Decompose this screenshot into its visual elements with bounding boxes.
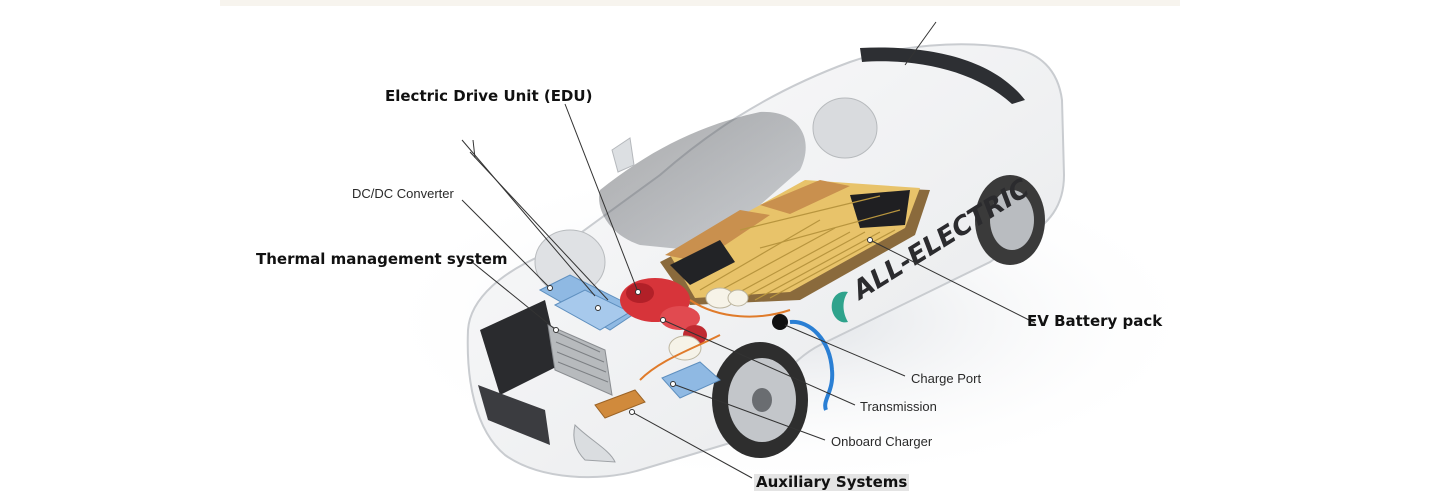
charge-cable [789, 319, 835, 411]
leader-transmission [662, 319, 856, 406]
lower-grille [478, 385, 550, 445]
aux-systems-block [594, 389, 646, 419]
aux-tank [668, 335, 702, 361]
radiator-fins [555, 331, 609, 383]
headlight [573, 424, 616, 463]
battery-modules-tan [665, 210, 770, 262]
leader-lines [461, 21, 1036, 479]
charge-port [772, 314, 788, 330]
leader-battery [869, 239, 1036, 324]
rear-spoiler [860, 47, 1025, 104]
leader-top [904, 21, 937, 66]
roof-glass [599, 111, 806, 251]
label-edu: Electric Drive Unit (EDU) [385, 87, 593, 105]
top-band [220, 0, 1180, 6]
label-auxiliary: Auxiliary Systems [754, 473, 910, 491]
side-mirror [611, 137, 635, 173]
grille [480, 300, 560, 395]
leader-edu-2a [461, 139, 596, 297]
brand-swoosh [831, 291, 848, 323]
leader-edu [564, 103, 639, 293]
leader-dots [547, 237, 873, 415]
leader-charge-port [784, 324, 906, 377]
leader-thermal [471, 261, 557, 331]
leader-edu-2b [469, 151, 609, 301]
label-charge-port: Charge Port [911, 371, 982, 386]
far-wheel [812, 97, 878, 159]
onboard-charger [661, 361, 721, 399]
leader-dcdc [461, 199, 551, 289]
label-onboard-charger: Onboard Charger [831, 434, 933, 449]
battery-stripes [699, 195, 901, 301]
label-battery: EV Battery pack [1027, 312, 1163, 330]
leader-aux [631, 411, 753, 479]
label-transmission: Transmission [860, 399, 937, 414]
label-thermal: Thermal management system [256, 250, 508, 268]
hv-wiring [639, 299, 791, 381]
label-dcdc: DC/DC Converter [352, 186, 454, 201]
leader-onboard [672, 383, 826, 441]
